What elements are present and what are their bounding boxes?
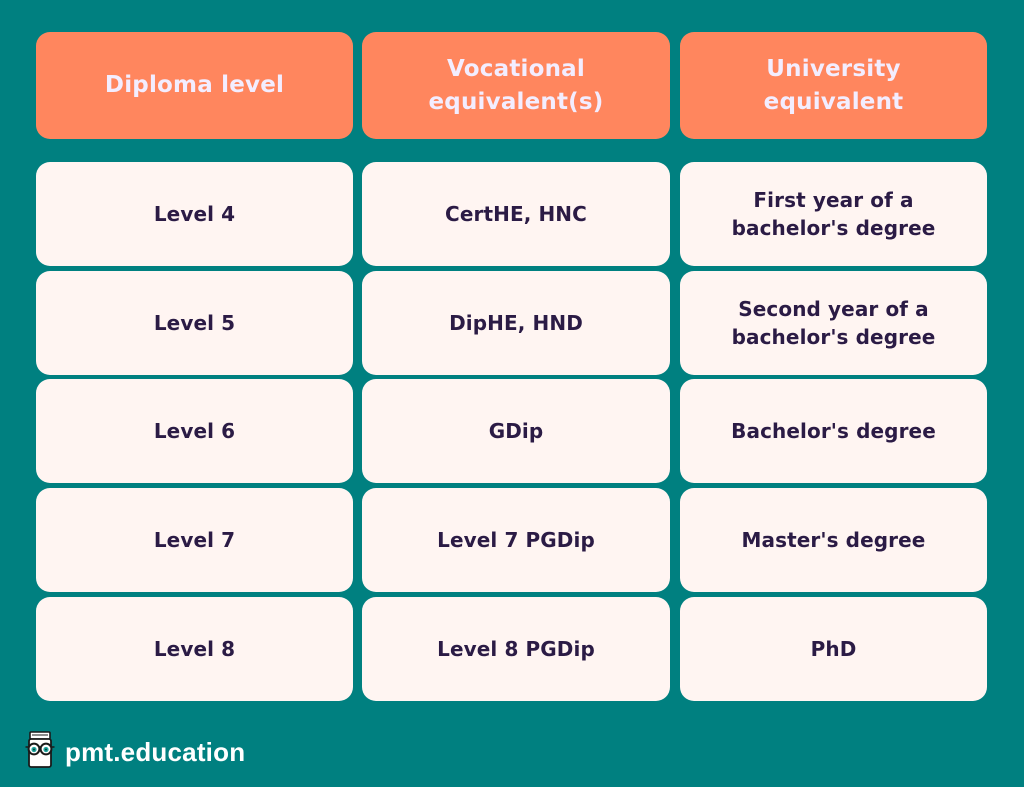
cell-text: PhD	[810, 637, 857, 661]
cell-text: Second year of a bachelor's degree	[731, 297, 936, 349]
cell-text: Level 6	[153, 419, 236, 443]
table-cell-level: Level 8	[36, 597, 353, 701]
table-cell-level: Level 4	[36, 162, 353, 266]
cell-text: GDip	[488, 419, 544, 443]
header-label: University equivalent	[763, 55, 904, 115]
table-cell-university: Second year of a bachelor's degree	[680, 271, 987, 375]
table-cell-level: Level 5	[36, 271, 353, 375]
table-cell-university: PhD	[680, 597, 987, 701]
cell-text: First year of a bachelor's degree	[731, 188, 936, 240]
brand-name: pmt.education	[65, 736, 246, 767]
table-cell-vocational: Level 7 PGDip	[362, 488, 670, 592]
cell-text: Master's degree	[741, 528, 926, 552]
table-cell-university: Master's degree	[680, 488, 987, 592]
cell-text: Level 7 PGDip	[437, 528, 595, 552]
table-cell-vocational: CertHE, HNC	[362, 162, 670, 266]
header-diploma-level: Diploma level	[36, 32, 353, 139]
table-cell-vocational: GDip	[362, 379, 670, 483]
table-cell-university: First year of a bachelor's degree	[680, 162, 987, 266]
table-cell-university: Bachelor's degree	[680, 379, 987, 483]
cell-text: DipHE, HND	[449, 311, 583, 335]
footer-brand: pmt.education	[25, 730, 245, 774]
header-university-equivalent: University equivalent	[680, 32, 987, 139]
header-vocational-equivalents: Vocational equivalent(s)	[362, 32, 670, 139]
cell-text: Level 5	[153, 311, 236, 335]
book-with-glasses-icon	[25, 730, 55, 774]
cell-text: Level 4	[153, 202, 236, 226]
cell-text: Level 8 PGDip	[437, 637, 595, 661]
header-label: Diploma level	[104, 72, 285, 98]
table-cell-vocational: DipHE, HND	[362, 271, 670, 375]
header-label: Vocational equivalent(s)	[428, 55, 604, 115]
table-cell-level: Level 6	[36, 379, 353, 483]
cell-text: CertHE, HNC	[445, 202, 587, 226]
table-cell-level: Level 7	[36, 488, 353, 592]
cell-text: Level 7	[153, 528, 236, 552]
table-cell-vocational: Level 8 PGDip	[362, 597, 670, 701]
cell-text: Level 8	[153, 637, 236, 661]
cell-text: Bachelor's degree	[731, 419, 936, 443]
